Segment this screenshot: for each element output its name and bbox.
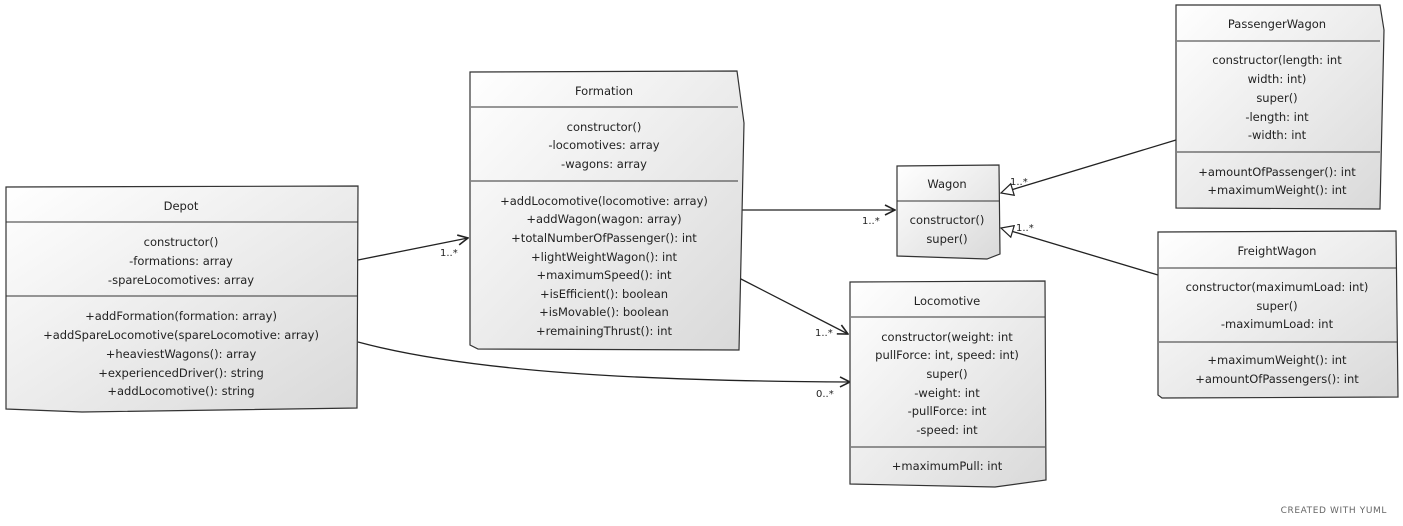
class-locomotive-attr: -pullForce: int — [908, 404, 987, 418]
class-passenger-wagon-attr: -length: int — [1245, 110, 1309, 124]
class-depot-attr: -spareLocomotives: array — [108, 273, 254, 287]
class-depot-method: +experiencedDriver(): string — [98, 366, 264, 380]
class-formation-method: +isEfficient(): boolean — [540, 287, 668, 301]
class-depot-method: +addLocomotive(): string — [107, 384, 254, 398]
class-locomotive-attr: constructor(weight: int — [881, 330, 1013, 344]
class-formation-method: +totalNumberOfPassenger(): int — [511, 231, 697, 245]
class-locomotive-method: +maximumPull: int — [892, 459, 1003, 473]
class-depot-attr: -formations: array — [129, 254, 233, 268]
relations: 1..* 0..* 1..* 1..* 1..* 1..* — [357, 139, 1177, 400]
class-formation-method: +lightWeightWagon(): int — [531, 250, 677, 264]
class-formation-method: +remainingThrust(): int — [536, 324, 673, 338]
class-passenger-wagon-attr: -width: int — [1248, 128, 1307, 142]
class-depot[interactable]: Depot constructor() -formations: array -… — [5, 185, 359, 413]
mult-passengerwagon-wagon: 1..* — [1010, 177, 1028, 188]
class-formation-method: +addWagon(wagon: array) — [526, 212, 681, 226]
class-wagon-attr: super() — [926, 232, 967, 246]
class-formation[interactable]: Formation constructor() -locomotives: ar… — [469, 70, 745, 351]
mult-freightwagon-wagon: 1..* — [1016, 223, 1034, 234]
class-wagon-box — [896, 164, 1001, 260]
class-formation-method: +addLocomotive(locomotive: array) — [500, 194, 708, 208]
class-passenger-wagon-box — [1175, 4, 1385, 210]
class-depot-method: +addFormation(formation: array) — [85, 309, 277, 323]
class-formation-box — [469, 70, 745, 351]
class-wagon-name: Wagon — [927, 177, 966, 191]
mult-depot-formation: 1..* — [440, 248, 458, 259]
class-freight-wagon-box — [1157, 230, 1399, 399]
class-wagon-attr: constructor() — [910, 213, 985, 227]
class-locomotive-name: Locomotive — [914, 294, 980, 308]
class-depot-attr: constructor() — [144, 235, 219, 249]
class-formation-name: Formation — [575, 84, 633, 98]
class-locomotive-attr: -speed: int — [916, 423, 978, 437]
class-passenger-wagon-name: PassengerWagon — [1228, 17, 1326, 31]
mult-formation-locomotive: 1..* — [815, 328, 833, 339]
class-freight-wagon-attr: constructor(maximumLoad: int) — [1186, 280, 1369, 294]
class-freight-wagon-attr: -maximumLoad: int — [1221, 317, 1334, 331]
class-freight-wagon-method: +maximumWeight(): int — [1207, 353, 1347, 367]
edge-freightwagon-wagon — [1001, 228, 1159, 276]
edge-formation-locomotive — [738, 277, 848, 334]
edge-depot-locomotive — [357, 341, 850, 382]
class-formation-attr: -locomotives: array — [548, 138, 659, 152]
class-depot-method: +addSpareLocomotive(spareLocomotive: arr… — [43, 328, 319, 342]
class-locomotive-attr: pullForce: int, speed: int) — [875, 348, 1019, 362]
class-depot-name: Depot — [164, 199, 199, 213]
class-passenger-wagon[interactable]: PassengerWagon constructor(length: int w… — [1175, 4, 1385, 210]
edge-depot-formation — [357, 238, 468, 261]
mult-depot-locomotive: 0..* — [816, 389, 834, 400]
class-wagon[interactable]: Wagon constructor() super() — [896, 164, 1001, 260]
class-freight-wagon-attr: super() — [1256, 299, 1297, 313]
class-formation-attr: -wagons: array — [561, 157, 647, 171]
footer-credit: CREATED WITH YUML — [1280, 506, 1387, 516]
class-freight-wagon-name: FreightWagon — [1238, 244, 1317, 258]
class-locomotive-box — [849, 280, 1047, 488]
class-locomotive-attr: super() — [926, 367, 967, 381]
class-freight-wagon[interactable]: FreightWagon constructor(maximumLoad: in… — [1157, 230, 1399, 399]
class-passenger-wagon-attr: super() — [1256, 91, 1297, 105]
class-locomotive-attr: -weight: int — [914, 386, 980, 400]
class-passenger-wagon-method: +maximumWeight(): int — [1207, 183, 1347, 197]
class-locomotive[interactable]: Locomotive constructor(weight: int pullF… — [849, 280, 1047, 488]
class-formation-attr: constructor() — [567, 120, 642, 134]
class-passenger-wagon-attr: width: int) — [1248, 72, 1307, 86]
class-depot-method: +heaviestWagons(): array — [106, 347, 257, 361]
edge-passengerwagon-wagon — [1001, 139, 1177, 193]
mult-formation-wagon: 1..* — [862, 216, 880, 227]
class-formation-method: +maximumSpeed(): int — [536, 268, 672, 282]
class-passenger-wagon-attr: constructor(length: int — [1212, 53, 1342, 67]
class-formation-method: +isMovable(): boolean — [539, 305, 669, 319]
class-passenger-wagon-method: +amountOfPassenger(): int — [1198, 165, 1356, 179]
class-depot-box — [5, 185, 359, 413]
class-freight-wagon-method: +amountOfPassengers(): int — [1195, 372, 1359, 386]
